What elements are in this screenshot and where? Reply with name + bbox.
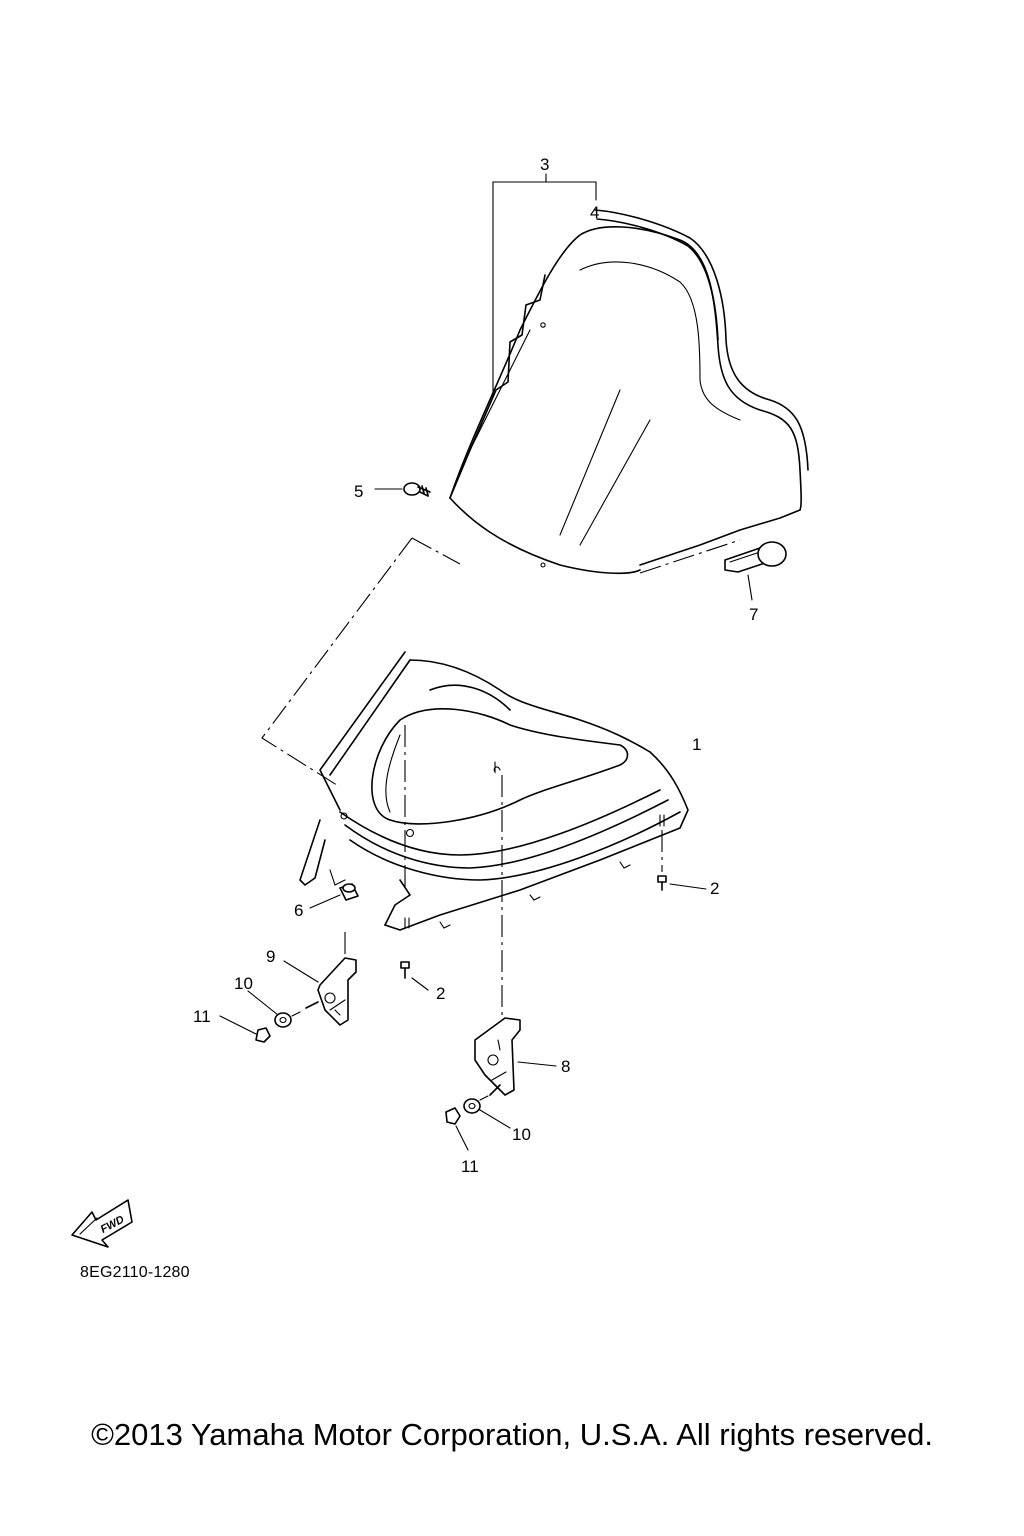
callout-5: 5 (354, 482, 363, 501)
callout-11a: 11 (193, 1007, 211, 1026)
bolt-2a (657, 875, 707, 891)
nut-11a (219, 1015, 271, 1043)
callout-1: 1 (692, 735, 701, 754)
callout-2a: 2 (710, 879, 719, 898)
washer-10b (463, 1095, 511, 1129)
bracket-3-4 (492, 173, 597, 396)
callout-9: 9 (266, 947, 275, 966)
center-lines (261, 537, 741, 1018)
callout-2b: 2 (436, 984, 445, 1003)
callout-3: 3 (540, 155, 549, 174)
callout-6: 6 (294, 901, 303, 920)
windshield (449, 209, 809, 575)
callout-10b: 10 (512, 1125, 531, 1144)
callout-4: 4 (590, 203, 599, 222)
screw-5 (374, 482, 431, 497)
callout-8: 8 (561, 1057, 570, 1076)
clip-7 (724, 541, 787, 601)
fairing (299, 651, 689, 931)
bracket-8 (474, 1017, 557, 1096)
bracket-9 (283, 957, 357, 1026)
washer-10a (247, 990, 301, 1028)
fwd-arrow-icon: FWD (71, 1199, 133, 1248)
copyright-notice: ©2013 Yamaha Motor Corporation, U.S.A. A… (91, 1417, 933, 1452)
nut-11b (445, 1107, 469, 1151)
callout-11b: 11 (461, 1157, 479, 1176)
callout-7: 7 (749, 605, 758, 624)
grommet-6 (309, 883, 359, 909)
callout-10a: 10 (234, 974, 253, 993)
bolt-2b (400, 961, 429, 991)
diagram-code: 8EG2110-1280 (80, 1264, 190, 1281)
callout-labels: 1 2 2 3 4 5 6 7 8 9 10 10 11 11 (193, 155, 758, 1176)
